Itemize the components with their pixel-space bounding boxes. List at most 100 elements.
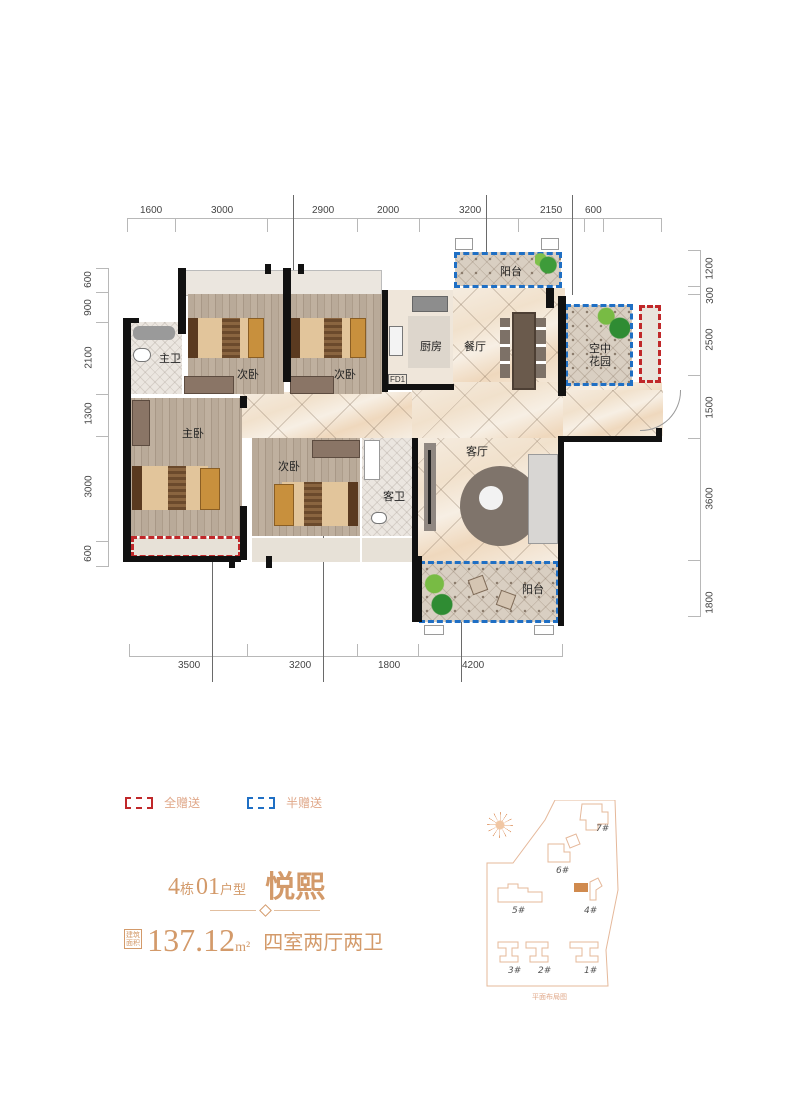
dim-bottom-1: 3500 [178, 660, 201, 671]
legend-half-gift-label: 半赠送 [286, 796, 323, 810]
closet-icon [184, 376, 234, 394]
site-map-caption: 平面布局图 [532, 993, 567, 1001]
dining-table-icon [512, 312, 536, 390]
sink-icon [364, 440, 380, 480]
dim-right-4: 1500 [704, 396, 716, 419]
site-label-6: 6# [556, 866, 570, 876]
site-label-5: 5# [512, 906, 526, 916]
closet-icon [312, 440, 360, 458]
unit-suffix: 户型 [220, 883, 247, 898]
toilet-icon [133, 348, 151, 362]
label-living-room: 客厅 [466, 445, 488, 458]
legend: 全赠送 半赠送 [125, 792, 445, 812]
legend-full-gift: 全赠送 [125, 792, 200, 811]
bench-icon [248, 318, 264, 358]
dim-right-2: 300 [704, 287, 716, 304]
stove-icon [389, 326, 403, 356]
dimension-line-top [127, 218, 662, 219]
label-balcony-south: 阳台 [522, 583, 544, 596]
site-label-3: 3# [508, 966, 522, 976]
dim-top-7: 600 [585, 205, 602, 216]
unit-number: 01 [196, 874, 220, 900]
sofa-icon [528, 454, 558, 544]
toilet-icon [371, 512, 387, 524]
label-dining: 餐厅 [464, 340, 486, 353]
blue-dashed-box-icon [247, 796, 275, 809]
plant-icon [535, 253, 557, 275]
full-gift-area-master [131, 536, 241, 558]
closet-icon [290, 376, 334, 394]
ornament-divider [210, 904, 322, 917]
closet-icon [132, 400, 150, 446]
site-label-2: 2# [538, 966, 552, 976]
area-value: 137.12 [147, 922, 236, 958]
dim-bottom-4: 4200 [462, 660, 485, 671]
layout-description: 四室两厅两卫 [263, 930, 384, 954]
site-label-4: 4# [584, 906, 598, 916]
legend-full-gift-label: 全赠送 [164, 796, 201, 810]
coffee-table-icon [479, 486, 503, 510]
label-master-bath: 主卫 [159, 352, 181, 365]
dim-top-6: 2150 [540, 205, 563, 216]
unit-info: 4栋01户型 悦熙 建筑 面积 137.12m² 四室两厅两卫 [124, 858, 460, 968]
dimension-line-right [700, 250, 701, 616]
rug-icon [460, 466, 540, 546]
legend-half-gift: 半赠送 [247, 792, 322, 811]
dim-top-1: 1600 [140, 205, 163, 216]
diamond-icon [259, 904, 272, 917]
label-balcony-north: 阳台 [500, 265, 522, 278]
label-sky-garden: 空中花园 [589, 342, 611, 368]
full-gift-area-sky-garden [639, 305, 661, 383]
corridor-floor [240, 392, 412, 438]
area-label-line1: 建筑 [126, 931, 140, 939]
bench-icon [274, 484, 294, 526]
dim-top-2: 3000 [211, 205, 234, 216]
dim-top-4: 2000 [377, 205, 400, 216]
half-gift-area-sky-garden [565, 304, 633, 386]
site-label-1: 1# [584, 966, 598, 976]
plant-icon [424, 570, 454, 616]
bed-icon [132, 466, 208, 510]
area-row: 建筑 面积 137.12m² 四室两厅两卫 [124, 922, 383, 959]
dim-left-5: 3000 [83, 475, 95, 498]
bench-icon [350, 318, 366, 358]
highlighted-building-4 [574, 883, 588, 892]
dim-left-4: 1300 [83, 402, 95, 425]
label-master-bedroom: 主卧 [182, 427, 204, 440]
area-label-badge: 建筑 面积 [124, 929, 142, 949]
kitchen-sink-icon [412, 296, 448, 312]
label-kitchen: 厨房 [420, 340, 442, 353]
dim-right-5: 3600 [704, 487, 716, 510]
label-secondary-bedroom-3: 次卧 [278, 460, 300, 473]
bathtub-icon [133, 326, 175, 340]
dim-right-6: 1800 [704, 591, 716, 614]
dimension-line-left [108, 268, 109, 566]
label-secondary-bedroom-1: 次卧 [237, 368, 259, 381]
dim-bottom-3: 1800 [378, 660, 401, 671]
dim-top-5: 3200 [459, 205, 482, 216]
site-label-7: 7# [596, 824, 610, 834]
label-guest-bath: 客卫 [383, 490, 405, 503]
half-gift-area-balcony-north [454, 252, 562, 288]
building-suffix: 栋 [180, 882, 194, 898]
dim-left-2: 900 [82, 299, 94, 316]
label-secondary-bedroom-2: 次卧 [334, 368, 356, 381]
dim-left-6: 600 [82, 545, 94, 562]
floor-plan: 1600 3000 2900 2000 3200 2150 600 600 90… [82, 195, 716, 682]
site-map-outline [486, 799, 619, 987]
dim-right-1: 1200 [704, 257, 716, 280]
plant-icon [596, 306, 630, 340]
dim-top-3: 2900 [312, 205, 335, 216]
red-dashed-box-icon [125, 796, 153, 809]
dim-right-3: 2500 [704, 328, 716, 351]
bench-icon [200, 468, 220, 510]
sun-compass-icon [487, 812, 513, 838]
door-swing [640, 390, 681, 431]
dimension-line-bottom [129, 656, 563, 657]
building-number: 4 [168, 874, 180, 900]
area-unit: m² [235, 940, 251, 955]
unit-title: 4栋01户型 悦熙 [168, 862, 325, 906]
site-map: 7# 6# 5# 4# 3# 2# 1# 平面布局图 [470, 799, 650, 1001]
area-label-line2: 面积 [126, 939, 140, 947]
dim-bottom-2: 3200 [289, 660, 312, 671]
